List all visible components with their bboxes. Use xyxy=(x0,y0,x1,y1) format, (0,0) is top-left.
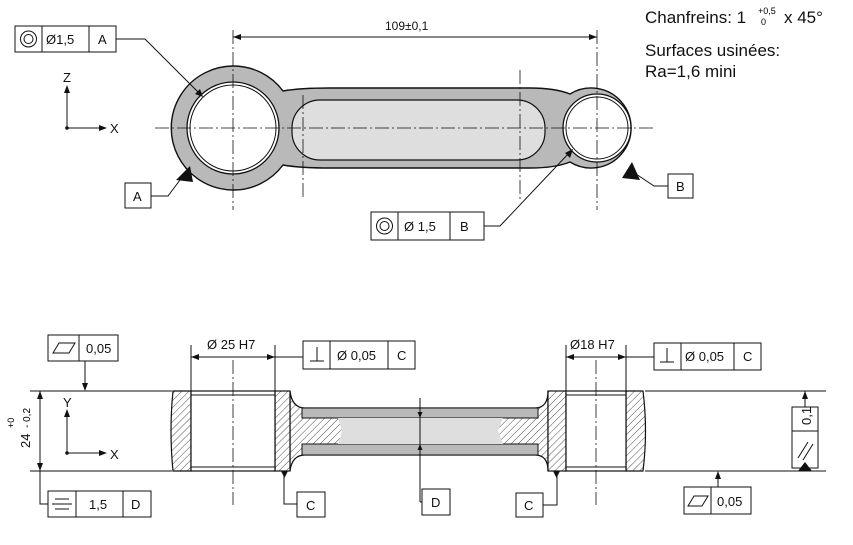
symmetry-datum: D xyxy=(131,497,140,512)
perpendicularity-icon xyxy=(660,348,674,363)
small-eye-wall-right xyxy=(625,390,647,472)
center-distance-label: 109±0,1 xyxy=(385,19,429,33)
web-pocket xyxy=(291,99,546,161)
datum-d-label: D xyxy=(431,495,440,510)
big-eye-wall-left xyxy=(170,390,192,472)
symmetry-value: 1,5 xyxy=(89,497,107,512)
datum-c-label: C xyxy=(306,498,315,513)
perpendicularity-icon xyxy=(310,347,324,362)
perpendicularity-frame-big: Ø 0,05 C xyxy=(302,340,416,370)
datum-b-label: B xyxy=(676,179,685,194)
thickness-tol-lower: - 0,2 xyxy=(22,408,33,428)
axis-x-label: X xyxy=(110,121,119,136)
fcf-a-datum: A xyxy=(98,32,107,47)
big-bore-dim: Ø 25 H7 xyxy=(207,337,255,352)
roughness-note: Ra=1,6 mini xyxy=(645,62,736,81)
top-view: 109±0,1 Z X Ø1,5 A A xyxy=(14,19,694,241)
datum-a: A xyxy=(124,166,193,209)
chamfer-tol-lower: 0 xyxy=(761,17,766,27)
datum-c-label-2: C xyxy=(524,498,533,513)
concentricity-frame-b: Ø 1,5 B xyxy=(370,149,573,241)
perpendicularity-frame-small: Ø 0,05 C xyxy=(653,342,762,371)
axis-x-label-2: X xyxy=(110,447,119,462)
perp-big-value: Ø 0,05 xyxy=(337,348,376,363)
perp-big-datum: C xyxy=(397,348,406,363)
axes-zx: Z X xyxy=(63,70,119,136)
flatness-frame-top: 0,05 xyxy=(47,334,119,391)
perp-small-value: Ø 0,05 xyxy=(685,349,724,364)
thickness-dim: 24 xyxy=(18,434,33,448)
surfaces-note: Surfaces usinées: xyxy=(645,41,780,60)
parallelism-icon xyxy=(797,441,814,461)
fcf-b-value: Ø 1,5 xyxy=(404,219,436,234)
symmetry-icon xyxy=(52,498,72,510)
concentricity-icon xyxy=(376,217,393,235)
concentricity-icon xyxy=(20,30,37,48)
big-eye-wall-right xyxy=(274,390,291,472)
small-eye-wall-left xyxy=(547,390,567,472)
datum-d: D xyxy=(417,398,451,516)
chamfer-tol-upper: +0,5 xyxy=(758,6,776,16)
concentricity-frame-a: Ø1,5 A xyxy=(14,25,203,97)
flatness-icon xyxy=(687,495,709,507)
chamfer-angle: x 45° xyxy=(784,8,823,27)
flatness-frame-bottom: 0,05 xyxy=(683,471,752,515)
thickness-tol-upper: +0 xyxy=(6,418,16,428)
general-notes: Chanfreins: 1 +0,5 0 x 45° Surfaces usin… xyxy=(645,6,823,81)
datum-c-left: C xyxy=(281,471,326,518)
flatness-icon xyxy=(52,342,76,354)
datum-c-right: C xyxy=(515,471,560,518)
flatness-top-value: 0,05 xyxy=(86,341,111,356)
axis-y-label: Y xyxy=(63,395,72,410)
fcf-b-datum: B xyxy=(460,219,469,234)
parallelism-value: 0,1 xyxy=(799,407,814,425)
symmetry-frame: 1,5 D xyxy=(39,471,152,518)
parallelism-frame: 0,1 xyxy=(791,391,819,471)
flatness-bottom-value: 0,05 xyxy=(717,494,742,509)
datum-a-label: A xyxy=(133,189,142,204)
axis-z-label: Z xyxy=(63,70,71,85)
small-bore-dim: Ø18 H7 xyxy=(570,337,615,352)
axes-yx: Y X xyxy=(63,395,119,462)
fcf-a-value: Ø1,5 xyxy=(46,32,74,47)
perp-small-datum: C xyxy=(743,349,752,364)
datum-b: B xyxy=(622,162,694,199)
section-view: Ø 25 H7 Ø18 H7 Ø 0,05 C Ø 0,05 C 0,05 xyxy=(6,334,826,518)
chamfer-note: Chanfreins: 1 xyxy=(645,8,746,27)
